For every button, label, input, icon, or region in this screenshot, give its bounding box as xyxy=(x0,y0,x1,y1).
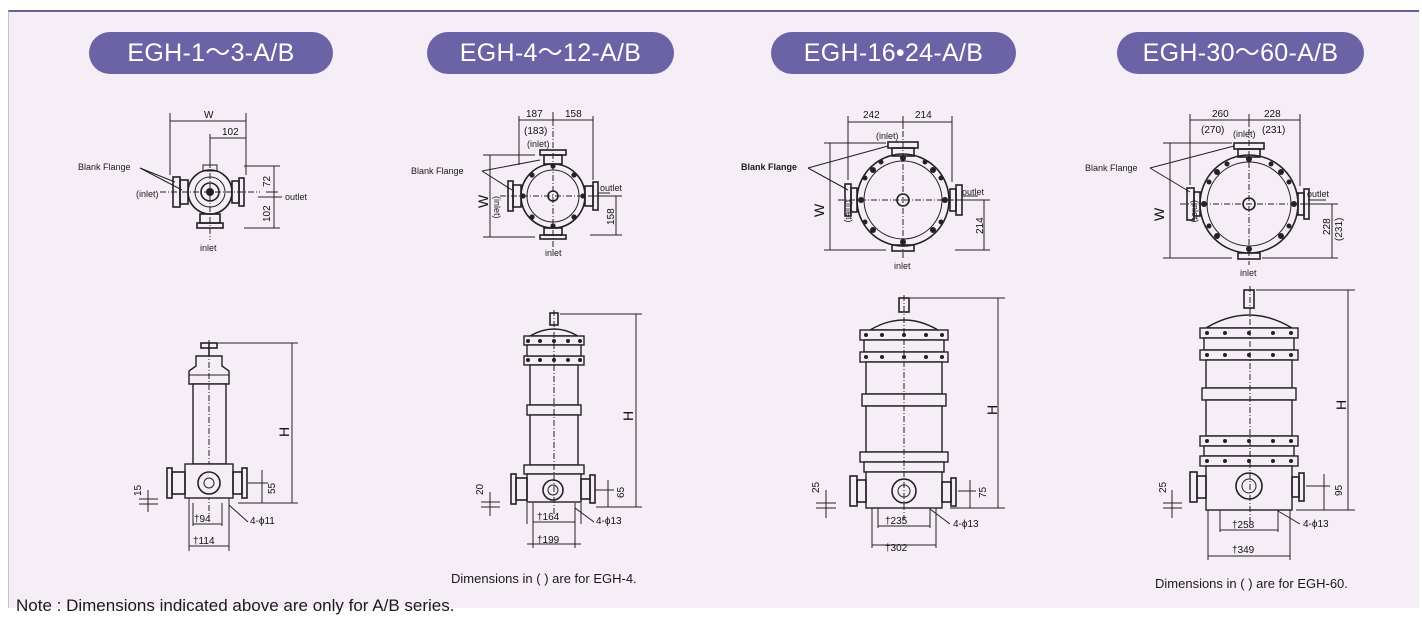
top-view-model-2 xyxy=(481,112,622,250)
dim-label: 75 xyxy=(978,486,989,498)
blank-flange-label: Blank Flange xyxy=(1085,163,1138,173)
blank-flange-label: Blank Flange xyxy=(78,162,131,172)
dim-label: 158 xyxy=(606,208,617,225)
dim-label: 214 xyxy=(915,110,932,121)
dim-label: 25 xyxy=(811,481,822,493)
dim-label: †235 xyxy=(885,516,908,527)
dim-label: †258 xyxy=(1232,520,1255,531)
inlet-side-label: (inlet) xyxy=(1190,200,1200,223)
top-view-model-3 xyxy=(807,116,990,258)
dim-label: 228 xyxy=(1322,218,1333,235)
outlet-label: outlet xyxy=(962,187,985,197)
dim-label: 4-ϕ13 xyxy=(1303,519,1329,530)
outlet-label: outlet xyxy=(285,192,308,202)
dim-label: 158 xyxy=(565,109,582,120)
dim-label: 102 xyxy=(262,205,273,222)
inlet-label: inlet xyxy=(1240,268,1257,278)
footer-note: Note : Dimensions indicated above are on… xyxy=(16,596,455,615)
dim-label: 214 xyxy=(975,217,986,234)
blank-flange-label: Blank Flange xyxy=(411,166,464,176)
dim-label: †349 xyxy=(1232,545,1255,556)
dim-label: 72 xyxy=(262,175,273,187)
egh4-note: Dimensions in ( ) are for EGH-4. xyxy=(451,571,637,586)
dim-label: 4-ϕ13 xyxy=(953,519,979,530)
side-view-model-4 xyxy=(1163,286,1355,560)
outlet-label: outlet xyxy=(600,183,623,193)
inlet-label: inlet xyxy=(545,248,562,258)
dim-label: 25 xyxy=(1158,481,1169,493)
top-view-model-1 xyxy=(139,113,282,240)
dim-label: 4-ϕ11 xyxy=(250,516,275,527)
model-title-4: EGH-30〜60-A/B xyxy=(1117,32,1364,74)
dim-label: W xyxy=(811,203,827,217)
top-view-model-4 xyxy=(1149,114,1338,265)
inlet-side-label: (inlet) xyxy=(844,200,854,223)
inlet-side-label: (inlet) xyxy=(136,189,159,199)
egh60-note: Dimensions in ( ) are for EGH-60. xyxy=(1155,576,1348,591)
side-view-model-3 xyxy=(816,295,1005,548)
dim-label: 242 xyxy=(863,110,880,121)
dim-label: W xyxy=(1151,207,1167,221)
side-view-model-1 xyxy=(139,340,298,551)
dim-label: 20 xyxy=(475,483,486,495)
dim-label: H xyxy=(620,411,636,421)
model-title-3: EGH-16•24-A/B xyxy=(771,32,1016,74)
dim-label: 95 xyxy=(1334,484,1345,496)
dim-label: 15 xyxy=(133,484,144,496)
inlet-top-label: (inlet) xyxy=(527,139,550,149)
dim-label: 4-ϕ13 xyxy=(596,516,622,527)
dim-label: 55 xyxy=(267,482,278,494)
dim-label: W xyxy=(475,194,491,208)
blank-flange-label: Blank Flange xyxy=(741,162,797,172)
inlet-top-label: (inlet) xyxy=(1233,129,1256,139)
side-view-model-2 xyxy=(481,310,642,548)
inlet-side-label: (inlet) xyxy=(492,196,502,219)
dim-label: H xyxy=(276,427,292,437)
dim-label: 260 xyxy=(1212,109,1229,120)
dim-label: H xyxy=(984,405,1000,415)
dim-label: 187 xyxy=(526,109,543,120)
dim-label: (270) xyxy=(1201,125,1224,136)
drawing-sheet xyxy=(8,10,1419,608)
model-title-2: EGH-4〜12-A/B xyxy=(427,32,674,74)
dim-label: †94 xyxy=(194,514,211,525)
model-title-1: EGH-1〜3-A/B xyxy=(89,32,333,74)
dim-label: H xyxy=(1333,400,1349,410)
inlet-label: inlet xyxy=(894,261,911,271)
dim-label: (231) xyxy=(1262,125,1285,136)
inlet-top-label: (inlet) xyxy=(876,131,899,141)
dim-label: †302 xyxy=(885,543,908,554)
dim-label: 102 xyxy=(222,127,239,138)
dim-label: †199 xyxy=(537,535,560,546)
dim-label: 228 xyxy=(1264,109,1281,120)
dim-label: (183) xyxy=(524,126,547,137)
dim-label: W xyxy=(204,110,214,121)
outlet-label: outlet xyxy=(1307,189,1330,199)
dim-label: (231) xyxy=(1334,218,1345,241)
dim-label: 65 xyxy=(616,486,627,498)
inlet-label: inlet xyxy=(200,243,217,253)
dim-label: †114 xyxy=(193,536,215,547)
dim-label: †164 xyxy=(537,512,560,523)
